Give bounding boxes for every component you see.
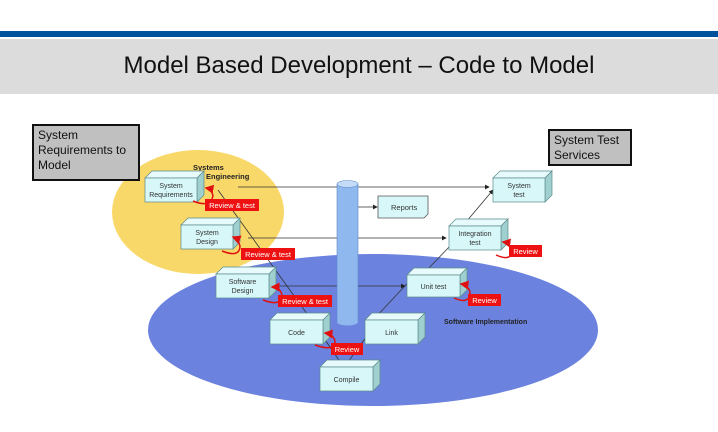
callout-system-requirements-to-model: System Requirements to Model <box>32 124 140 181</box>
slide-title: Model Based Development – Code to Model <box>123 52 595 79</box>
system-test-label: test <box>513 192 524 199</box>
review-integration-label: Review <box>509 245 542 257</box>
reports-label: Reports <box>391 203 418 212</box>
review-unit-label: Review <box>468 294 501 306</box>
system-requirements-label: Requirements <box>149 192 193 199</box>
review-code-label: Review <box>331 343 363 355</box>
unit-test-label: Unit test <box>421 284 447 291</box>
compile-box[interactable]: Compile <box>319 359 381 392</box>
integration-test-box[interactable]: Integration test <box>448 218 509 251</box>
systems-engineering-label-2: Engineering <box>206 172 250 181</box>
compile-label: Compile <box>334 377 360 384</box>
review-test-3-label: Review & test <box>278 295 332 307</box>
title-bar <box>0 39 718 94</box>
review-test-1-label: Review & test <box>205 199 259 211</box>
software-design-label: Software <box>229 279 257 286</box>
link-label: Link <box>385 330 398 337</box>
system-test-label: System <box>507 183 531 190</box>
svg-text:Review: Review <box>513 247 538 256</box>
review-test-2-label: Review & test <box>241 248 295 260</box>
unit-test-box[interactable]: Unit test <box>406 267 468 298</box>
header-accent-bar <box>0 31 718 37</box>
svg-text:Review: Review <box>335 345 360 354</box>
callout-system-test-services: System Test Services <box>548 129 632 166</box>
svg-text:Review & test: Review & test <box>209 201 256 210</box>
link-box[interactable]: Link <box>364 312 426 345</box>
svg-text:Review: Review <box>472 296 497 305</box>
reports-document[interactable]: Reports <box>377 195 429 219</box>
system-design-label: System <box>195 230 219 237</box>
repository-cylinder <box>336 180 359 326</box>
integration-test-label: Integration <box>458 231 491 238</box>
svg-text:Review & test: Review & test <box>282 297 329 306</box>
code-box[interactable]: Code <box>269 312 331 345</box>
software-implementation-label: Software Implementation <box>444 319 527 326</box>
svg-text:Review & test: Review & test <box>245 250 292 259</box>
system-design-label: Design <box>196 239 218 246</box>
system-test-box[interactable]: System test <box>492 170 553 203</box>
software-design-label: Design <box>232 288 254 295</box>
integration-test-label: test <box>469 240 480 247</box>
system-requirements-label: System <box>159 183 183 190</box>
systems-engineering-label-1: Systems <box>193 163 224 172</box>
code-label: Code <box>288 330 305 337</box>
